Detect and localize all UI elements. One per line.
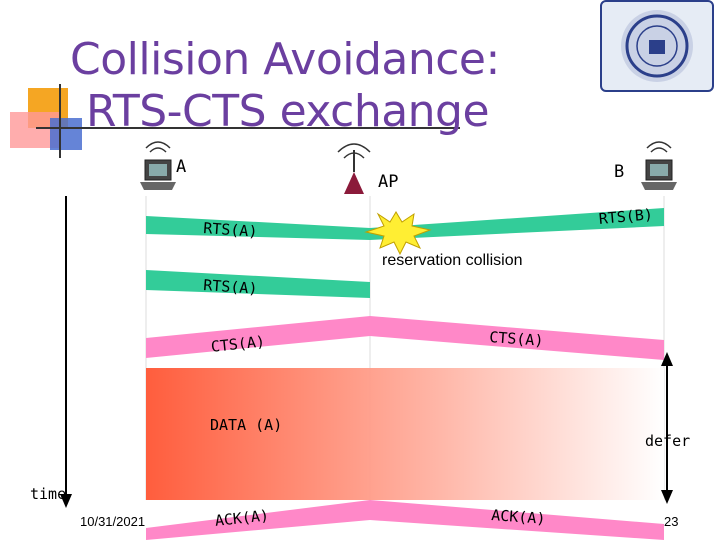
collision-label: reservation collision — [382, 252, 523, 269]
time-axis-label: time — [30, 485, 67, 503]
ack-a-band — [146, 500, 664, 540]
rts-a-label-1: RTS(A) — [202, 219, 259, 241]
data-a-label: DATA (A) — [210, 416, 283, 434]
university-seal-icon — [600, 0, 714, 92]
cts-a-band — [146, 316, 664, 360]
footer-date: 10/31/2021 — [80, 514, 146, 529]
laptop-b-icon — [641, 141, 677, 190]
collision-star-icon — [364, 211, 432, 256]
rts-a-label-2: RTS(A) — [202, 276, 259, 298]
title-line-2: RTS-CTS exchange — [86, 86, 490, 137]
defer-label: defer — [645, 432, 691, 450]
defer-arrowhead-top — [661, 352, 673, 366]
ack-a-label-right: ACK(A) — [490, 506, 547, 528]
title-line-1: Collision Avoidance: — [70, 34, 500, 85]
page-number: 23 — [664, 514, 679, 529]
time-axis-arrowhead — [60, 494, 72, 508]
laptop-a-icon — [140, 141, 176, 190]
node-a-label: A — [176, 157, 187, 177]
node-ap-label: AP — [378, 172, 399, 192]
cts-a-label-right: CTS(A) — [488, 328, 545, 350]
rts-a-band-1 — [146, 216, 370, 240]
node-b-label: B — [614, 162, 625, 182]
rts-b-band — [370, 208, 664, 240]
access-point-icon — [337, 143, 371, 194]
data-band — [146, 368, 664, 500]
defer-arrowhead-bottom — [661, 490, 673, 504]
slide-title: Collision Avoidance: RTS-CTS exchange — [70, 34, 500, 138]
rts-a-band-2 — [146, 270, 370, 298]
